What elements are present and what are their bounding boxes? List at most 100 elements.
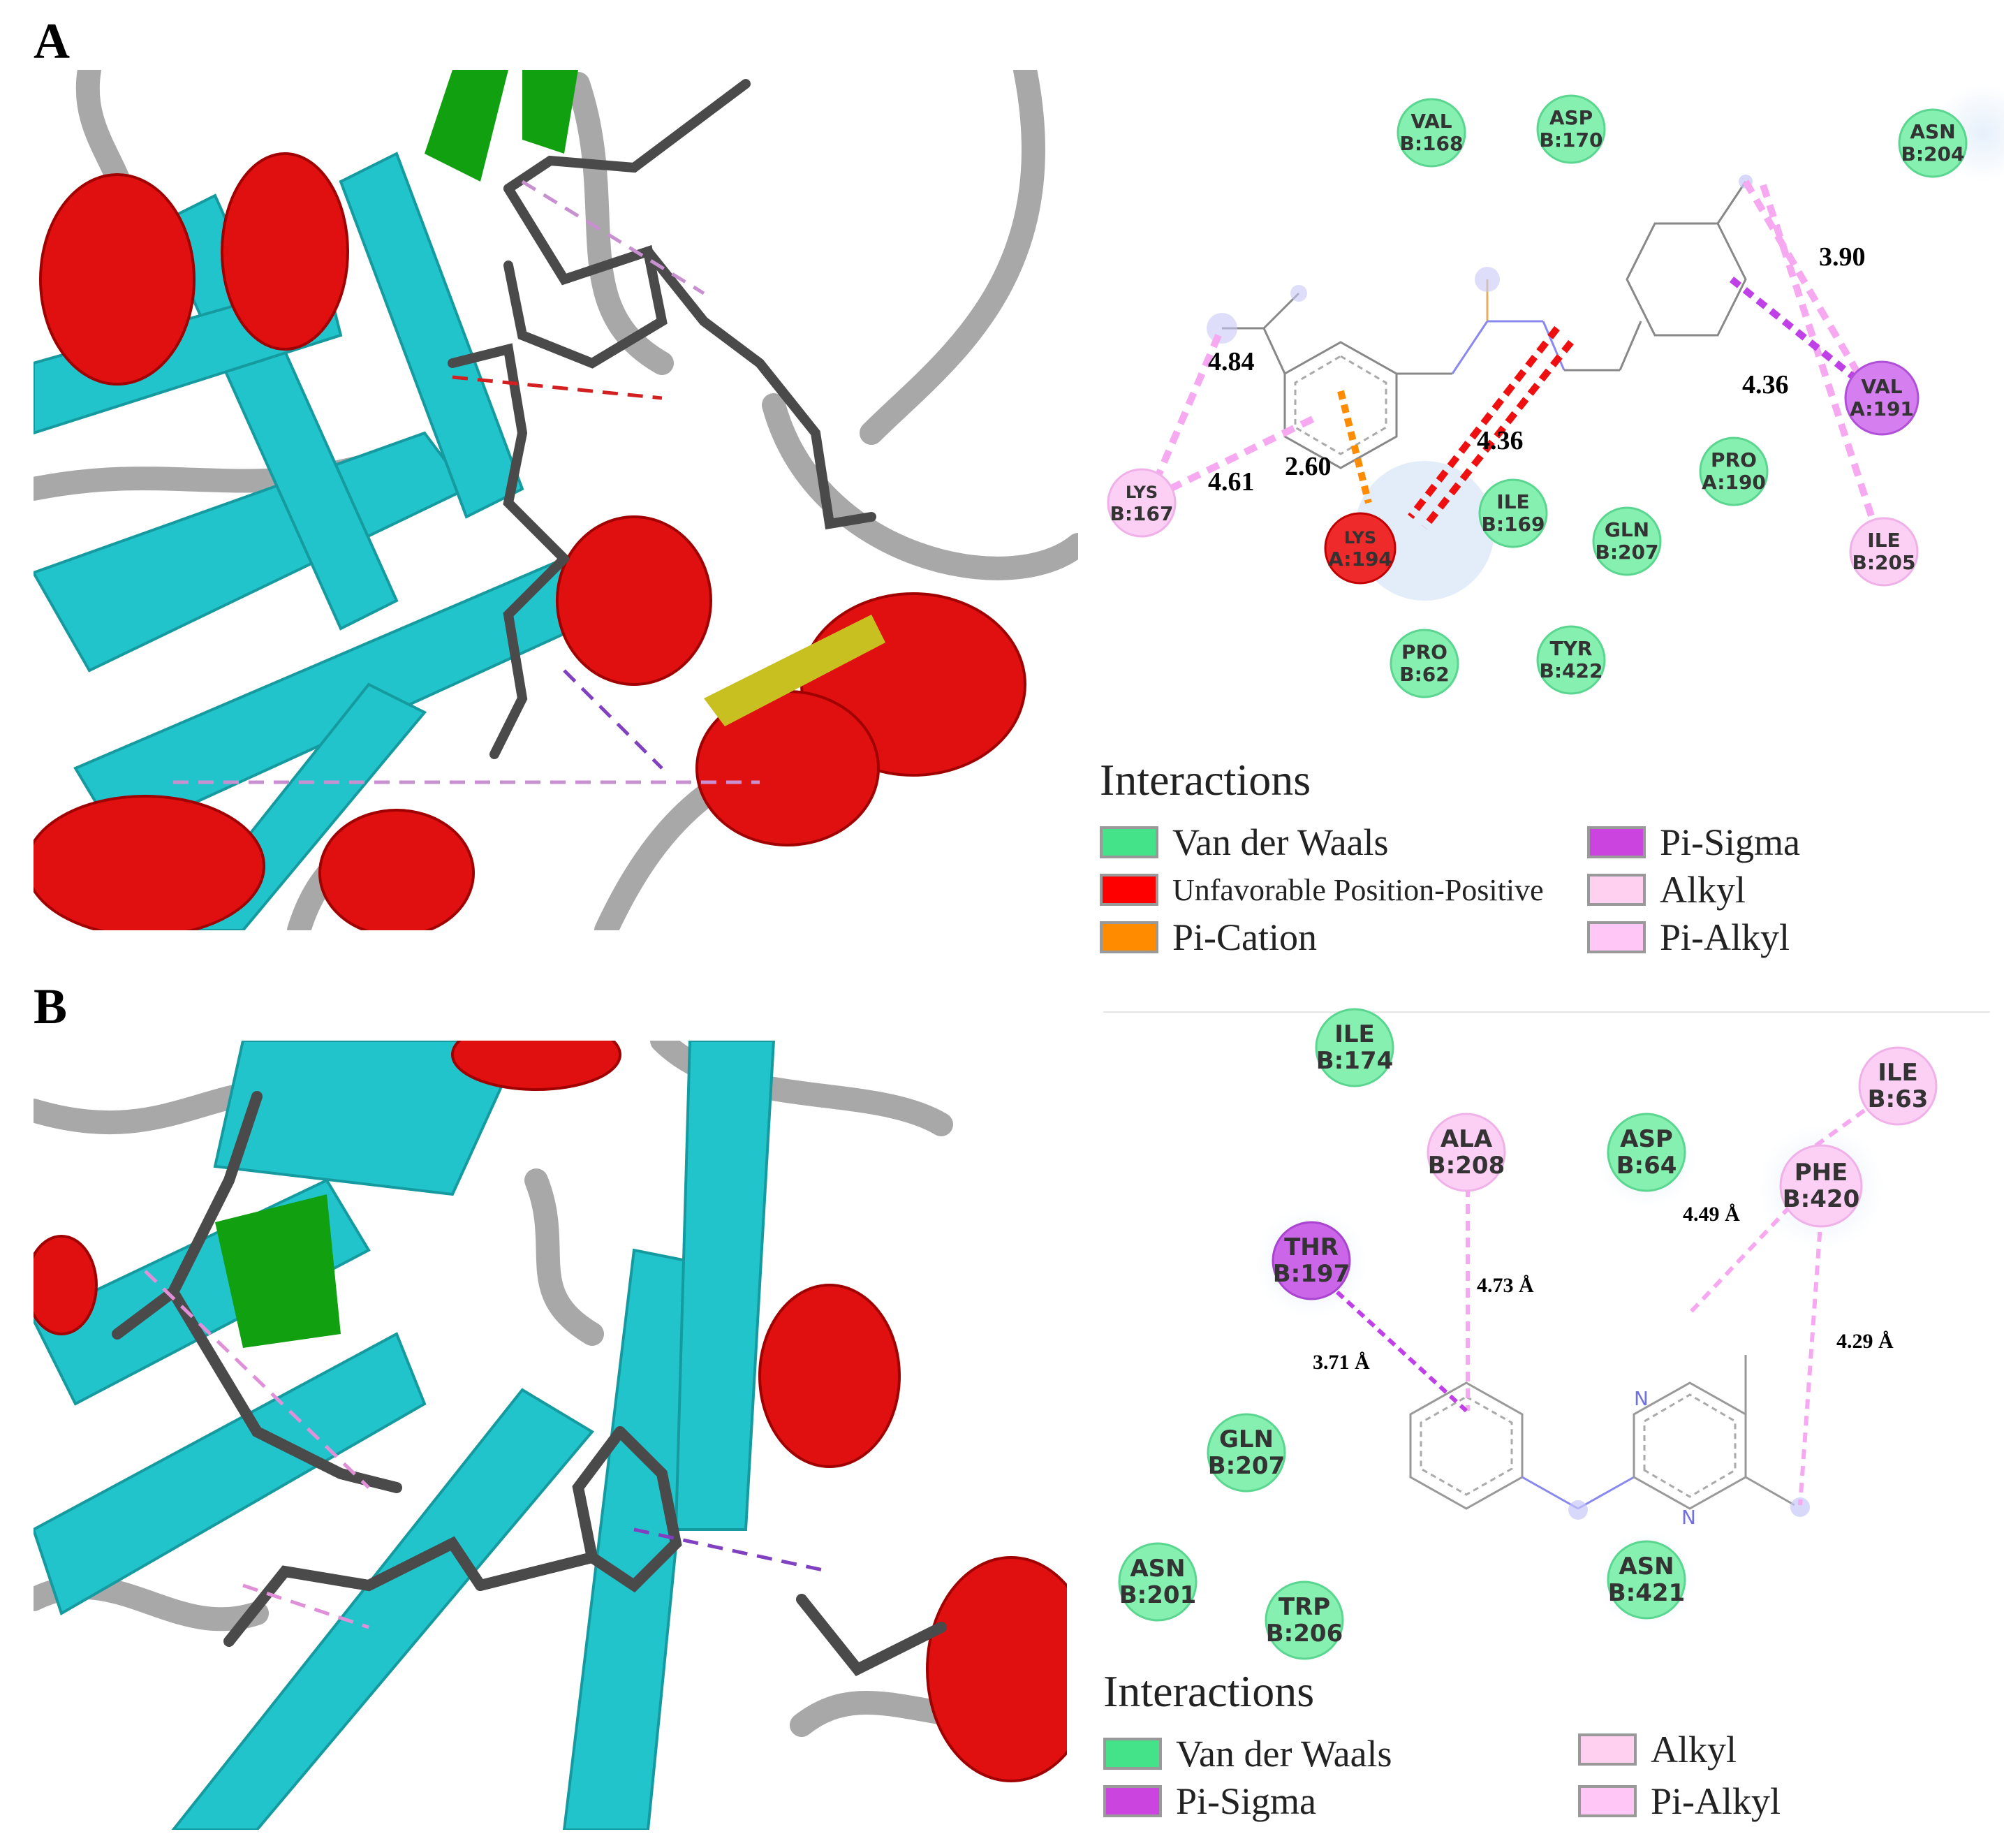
ligand-a-skeleton xyxy=(1222,181,1747,469)
legend-a-unfavorable: Unfavorable Position-Positive xyxy=(1100,872,1544,908)
svg-text:ASN: ASN xyxy=(1619,1553,1674,1581)
svg-text:B:62: B:62 xyxy=(1399,663,1450,686)
svg-text:B:208: B:208 xyxy=(1428,1152,1505,1180)
distance-label-3-90: 3.90 xyxy=(1819,242,1866,272)
svg-text:B:169: B:169 xyxy=(1482,513,1545,536)
legend-a-swatch-unfavorable xyxy=(1100,874,1158,906)
legend-a-van-der-waals: Van der Waals xyxy=(1100,821,1389,863)
sulfur-glow xyxy=(1475,267,1500,292)
legend-a-swatch-vdw xyxy=(1100,826,1158,858)
svg-text:B:64: B:64 xyxy=(1616,1152,1677,1180)
residue-trp-b206: TRP B:206 xyxy=(1265,1581,1344,1660)
panel-a-legend: Interactions Van der Waals Unfavorable P… xyxy=(1100,754,1994,964)
legend-a-pi-sigma: Pi-Sigma xyxy=(1587,821,1800,863)
residue-asn-b421: ASN B:421 xyxy=(1607,1540,1686,1620)
svg-text:VAL: VAL xyxy=(1861,375,1902,398)
svg-text:ILE: ILE xyxy=(1878,1059,1918,1087)
svg-text:B:205: B:205 xyxy=(1852,551,1916,574)
distance-label-4-84: 4.84 xyxy=(1208,347,1255,376)
legend-a-label-pi-cation: Pi-Cation xyxy=(1172,916,1318,958)
distance-label-4-73: 4.73 Å xyxy=(1477,1274,1534,1297)
svg-text:B:421: B:421 xyxy=(1608,1579,1685,1607)
svg-text:B:422: B:422 xyxy=(1540,659,1603,682)
svg-text:ASN: ASN xyxy=(1910,120,1955,143)
residue-asp-b64: ASP B:64 xyxy=(1607,1113,1686,1192)
legend-b-label-vdw: Van der Waals xyxy=(1176,1733,1392,1775)
svg-text:TYR: TYR xyxy=(1550,637,1593,660)
legend-b-swatch-pi-alkyl xyxy=(1578,1785,1637,1817)
svg-text:B:207: B:207 xyxy=(1208,1452,1285,1480)
distance-label-4-61: 4.61 xyxy=(1208,467,1255,497)
svg-text:GLN: GLN xyxy=(1219,1425,1274,1453)
panel-b-interaction-lines xyxy=(1335,1108,1866,1506)
residue-ile-b174: ILE B:174 xyxy=(1315,1008,1394,1087)
legend-b-label-pi-alkyl: Pi-Alkyl xyxy=(1651,1780,1781,1822)
svg-text:ALA: ALA xyxy=(1441,1125,1493,1153)
panel-b-letter: B xyxy=(34,978,68,1034)
atom-n-1: N xyxy=(1634,1387,1649,1410)
svg-text:B:170: B:170 xyxy=(1540,129,1603,152)
legend-b-swatch-alkyl xyxy=(1578,1733,1637,1766)
panel-a-legend-title: Interactions xyxy=(1100,755,1311,805)
panel-b-legend-title: Interactions xyxy=(1103,1666,1315,1716)
svg-text:B:63: B:63 xyxy=(1868,1085,1929,1113)
residue-ile-b63: ILE B:63 xyxy=(1858,1046,1938,1126)
svg-text:GLN: GLN xyxy=(1605,518,1649,541)
panel-a-2d-diagram: VAL B:168 ASP B:170 ASN B:204 LYS B:167 … xyxy=(1075,56,2004,754)
legend-a-label-unfavorable: Unfavorable Position-Positive xyxy=(1172,872,1544,907)
distance-label-4-36-a: 4.36 xyxy=(1742,370,1789,399)
legend-a-label-alkyl: Alkyl xyxy=(1660,869,1746,911)
legend-a-swatch-pi-cation xyxy=(1100,921,1158,953)
panel-a-2d-diagram-svg: VAL B:168 ASP B:170 ASN B:204 LYS B:167 … xyxy=(1107,84,2004,698)
distance-label-4-29: 4.29 Å xyxy=(1836,1330,1894,1353)
ligand-b-skeleton xyxy=(1409,1355,1795,1510)
residue-pro-a190: PRO A:190 xyxy=(1699,437,1769,506)
svg-text:ILE: ILE xyxy=(1867,529,1900,552)
svg-text:PHE: PHE xyxy=(1795,1159,1848,1187)
residue-phe-b420: PHE B:420 xyxy=(1779,1144,1863,1228)
methyl-glow-b xyxy=(1790,1497,1810,1517)
legend-b-swatch-pi-sigma xyxy=(1103,1785,1162,1817)
distance-label-2-60: 2.60 xyxy=(1285,452,1332,481)
svg-text:ILE: ILE xyxy=(1334,1020,1375,1048)
svg-text:A:194: A:194 xyxy=(1328,548,1392,571)
amine-glow xyxy=(1568,1500,1588,1520)
svg-text:ASN: ASN xyxy=(1130,1555,1185,1583)
svg-text:ASP: ASP xyxy=(1549,106,1593,129)
svg-text:THR: THR xyxy=(1284,1233,1339,1261)
panel-a-3d-view xyxy=(34,70,1078,930)
residue-asp-b170: ASP B:170 xyxy=(1536,94,1606,164)
legend-a-pi-alkyl: Pi-Alkyl xyxy=(1587,916,1790,958)
residue-ile-b169: ILE B:169 xyxy=(1478,478,1548,548)
svg-text:B:420: B:420 xyxy=(1783,1185,1859,1213)
legend-a-label-pi-sigma: Pi-Sigma xyxy=(1660,821,1801,863)
svg-text:B:207: B:207 xyxy=(1596,541,1659,564)
panel-b-3d-view xyxy=(34,1041,1067,1830)
svg-text:PRO: PRO xyxy=(1711,448,1757,471)
residue-gln-b207: GLN B:207 xyxy=(1592,506,1662,576)
svg-text:TRP: TRP xyxy=(1279,1593,1330,1621)
panel-a-3d-ribbon-render xyxy=(34,70,1078,930)
residue-ile-b205: ILE B:205 xyxy=(1849,517,1919,587)
legend-b-pi-alkyl: Pi-Alkyl xyxy=(1578,1780,1781,1822)
residue-asn-b201: ASN B:201 xyxy=(1118,1542,1198,1622)
svg-text:B:168: B:168 xyxy=(1400,132,1464,155)
residue-gln-b207: GLN B:207 xyxy=(1207,1413,1286,1493)
panel-b-2d-diagram: N N ILE B:174 ILE B:63 ALA B:208 xyxy=(1103,1006,1997,1660)
methyl-glow-1 xyxy=(1207,313,1237,344)
distance-label-4-36-b: 4.36 xyxy=(1477,426,1524,455)
legend-a-swatch-alkyl xyxy=(1587,874,1646,906)
panel-a-interaction-lines xyxy=(1152,179,1889,560)
svg-text:B:204: B:204 xyxy=(1901,142,1965,166)
residue-asn-b204: ASN B:204 xyxy=(1898,108,1968,178)
panel-divider xyxy=(1103,1011,1990,1013)
residue-tyr-b422: TYR B:422 xyxy=(1536,625,1606,695)
legend-b-swatch-vdw xyxy=(1103,1738,1162,1770)
legend-a-label-pi-alkyl: Pi-Alkyl xyxy=(1660,916,1790,958)
panel-b-2d-diagram-svg: N N ILE B:174 ILE B:63 ALA B:208 xyxy=(1118,1008,1938,1660)
panel-a-letter: A xyxy=(34,13,70,69)
panel-b-3d-ribbon-render xyxy=(34,1041,1067,1830)
svg-text:B:206: B:206 xyxy=(1266,1620,1343,1648)
distance-label-3-71: 3.71 Å xyxy=(1313,1351,1370,1374)
methyl-glow-2 xyxy=(1290,285,1307,302)
